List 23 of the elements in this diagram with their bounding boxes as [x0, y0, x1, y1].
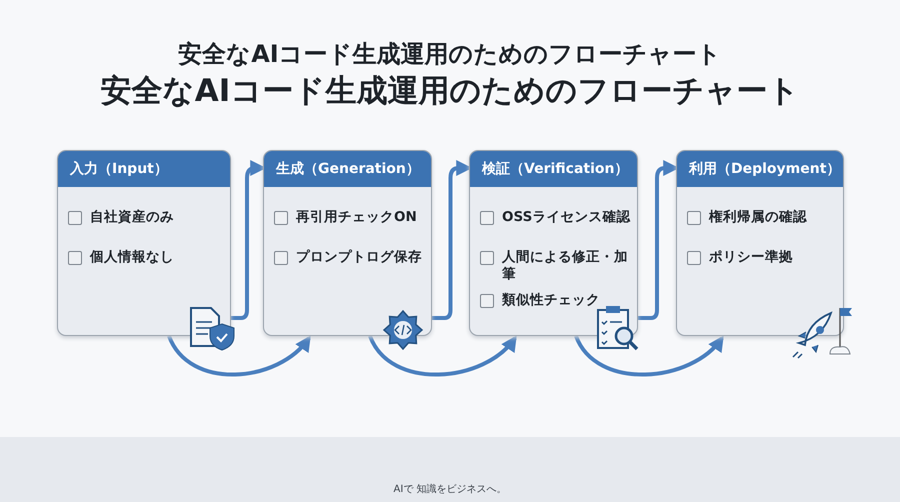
checklist-item: 権利帰属の確認	[709, 209, 807, 226]
subtitle: 安全なAIコード生成運用のためのフローチャート	[100, 72, 800, 111]
arrow	[368, 335, 518, 376]
tagline: AIで 知識をビジネスへ。	[392, 482, 508, 496]
arrow	[167, 335, 312, 376]
checklist-item: プロンプトログ保存	[296, 249, 422, 266]
card-header: 検証（Verification）	[470, 151, 637, 187]
checklist-item: 類似性チェック	[502, 292, 600, 309]
process-card	[469, 150, 638, 336]
process-card	[263, 150, 432, 336]
checklist-item: 再引用チェックON	[296, 209, 417, 226]
arrow	[574, 335, 724, 376]
card-header: 生成（Generation）	[264, 151, 431, 187]
checklist-item: 個人情報なし	[90, 249, 174, 266]
checklist-item: OSSライセンス確認	[502, 209, 630, 226]
checklist-item: 人間による修正・加筆	[502, 249, 629, 283]
title: 安全なAIコード生成運用のためのフローチャート	[177, 39, 723, 70]
card-header: 入力（Input）	[58, 151, 230, 187]
process-card	[57, 150, 231, 336]
process-card	[676, 150, 844, 336]
checklist-item: ポリシー準拠	[709, 249, 793, 266]
card-header: 利用（Deployment）	[677, 151, 843, 187]
checklist-item: 自社資産のみ	[90, 209, 174, 226]
